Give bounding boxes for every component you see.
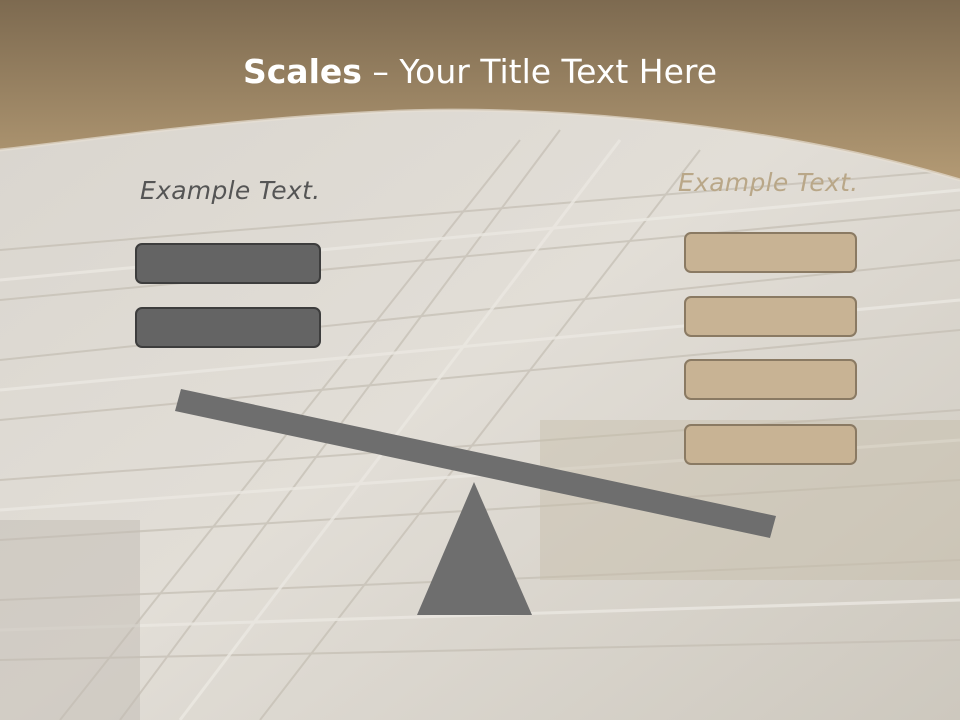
slide-title: Scales – Your Title Text Here — [0, 52, 960, 91]
left-label: Example Text. — [140, 176, 321, 205]
right-box-3 — [684, 359, 857, 400]
left-box-2 — [135, 307, 321, 348]
left-box-1 — [135, 243, 321, 284]
title-rest: – Your Title Text Here — [361, 52, 718, 91]
seesaw-beam-icon — [175, 389, 776, 538]
title-bold: Scales — [242, 52, 362, 91]
right-box-1 — [684, 232, 857, 273]
right-label: Example Text. — [678, 168, 859, 197]
right-box-4 — [684, 424, 857, 465]
right-box-2 — [684, 296, 857, 337]
fulcrum-triangle-icon — [417, 482, 532, 615]
